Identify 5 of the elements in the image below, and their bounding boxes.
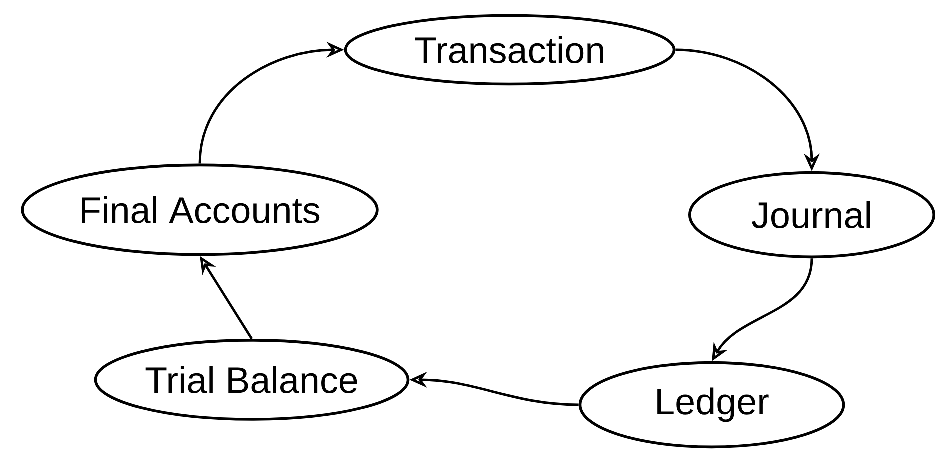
- ellipse-node: Transaction: [344, 14, 676, 86]
- ellipse-node: Final Accounts: [21, 164, 379, 256]
- ellipse-node: Journal: [688, 171, 936, 259]
- ellipse-node: Trial Balance: [94, 339, 410, 421]
- ellipse-node: Ledger: [578, 361, 846, 449]
